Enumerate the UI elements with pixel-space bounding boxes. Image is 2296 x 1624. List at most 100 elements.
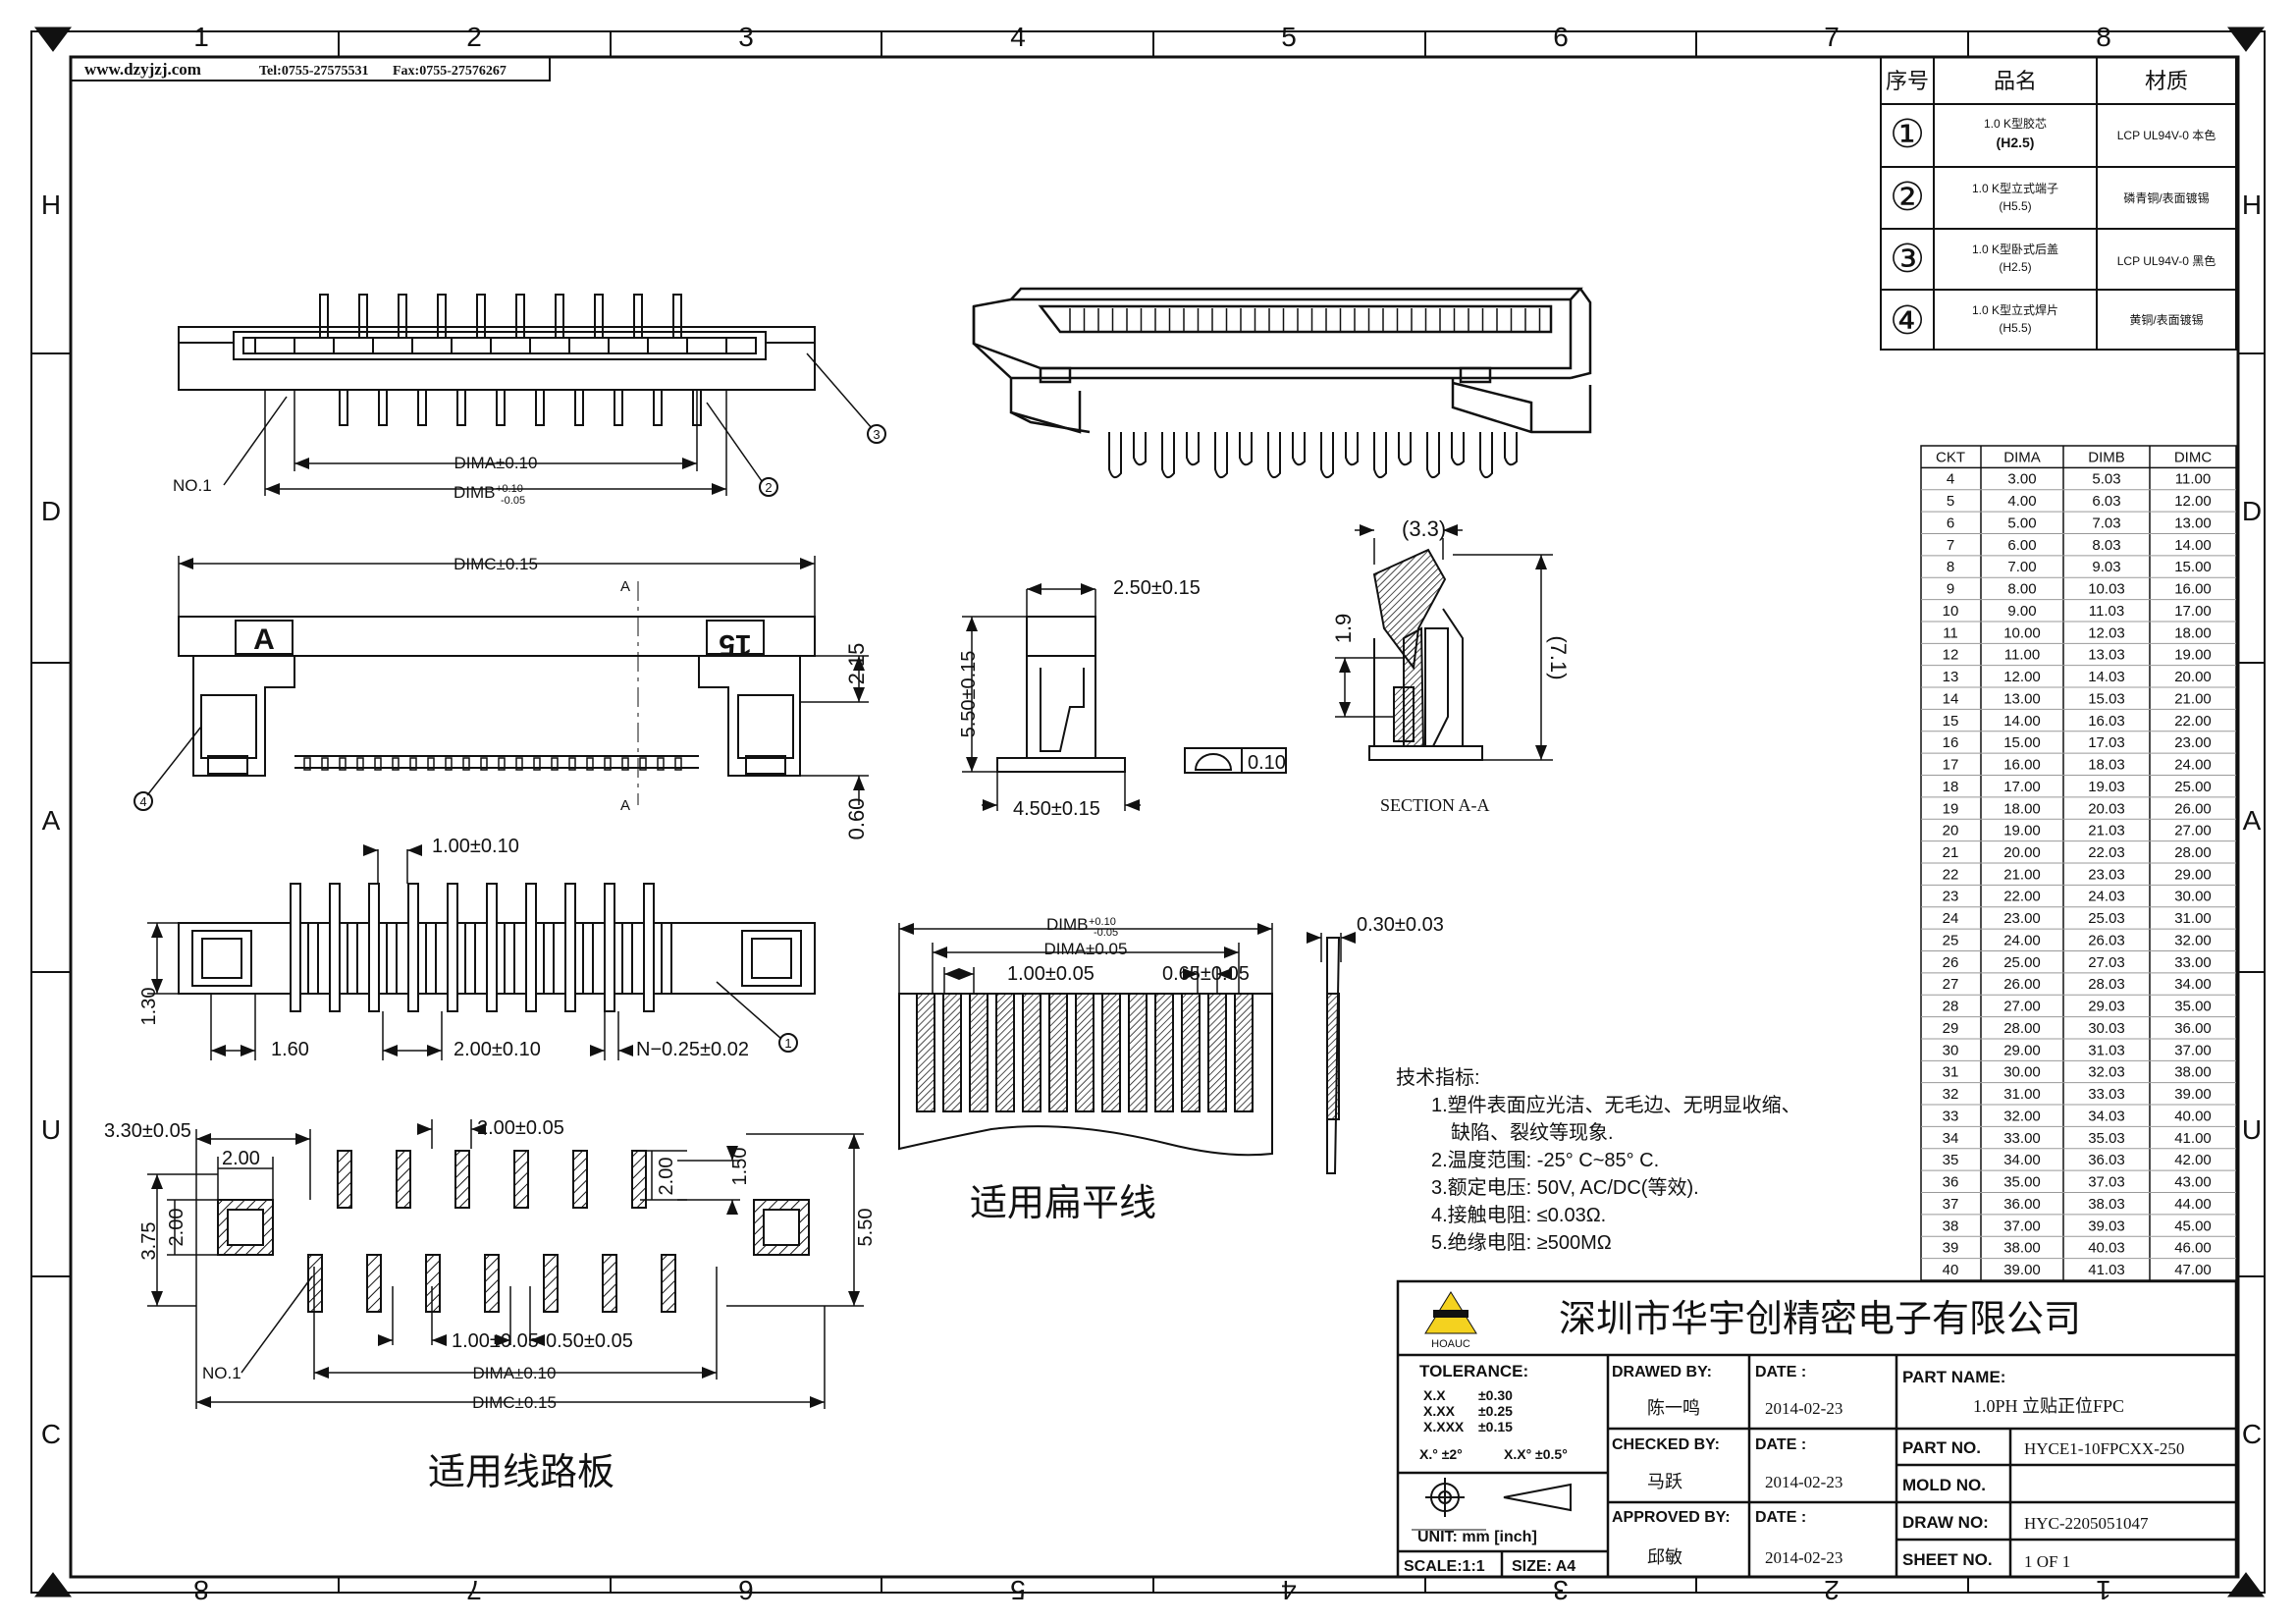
ckt-cell: 6	[1947, 514, 1954, 531]
ckt-cell: 18.03	[2088, 757, 2125, 774]
top-view-labels: DIMC±0.15 A A A 15 2.15 0.60 4	[139, 555, 869, 839]
bom-row-material: LCP UL94V-0 黑色	[2117, 254, 2216, 268]
row-label: D	[41, 496, 61, 526]
col-label: 5	[1281, 22, 1297, 52]
col-label: 3	[1553, 1575, 1569, 1605]
title-block: HOAUC 深圳市华宇创精密电子有限公司 TOLERANCE: X.X ±0.3…	[1396, 1279, 2238, 1579]
iso-leg	[1214, 432, 1228, 479]
frame-ticks	[31, 31, 2265, 1593]
dim-2-00-010: 2.00±0.10	[454, 1039, 541, 1060]
col-label: 4	[1281, 1575, 1297, 1605]
fax-text: Fax:0755-27576267	[393, 64, 507, 79]
pcb-pad-bottom	[484, 1254, 500, 1313]
ckt-cell: 5.03	[2092, 471, 2120, 488]
contact-tip	[604, 757, 612, 771]
ckt-cell: 11.03	[2089, 603, 2124, 620]
ckt-cell: 26	[1943, 954, 1959, 971]
iso-leg	[1451, 432, 1465, 466]
ckt-cell: 37	[1943, 1196, 1959, 1213]
ckt-cell: 7.03	[2092, 514, 2120, 531]
ckt-cell: 47.00	[2174, 1262, 2212, 1278]
checker-name: 马跃	[1647, 1472, 1682, 1491]
contact-tip	[321, 757, 329, 771]
iso-leg	[1479, 432, 1493, 479]
ckt-cell: 30.00	[2174, 889, 2212, 905]
col-label: 7	[1824, 22, 1840, 52]
col-label: 6	[738, 1575, 754, 1605]
tel-text: Tel:0755-27575531	[259, 64, 368, 79]
ckt-cell: 39.03	[2088, 1218, 2125, 1234]
pin	[447, 883, 458, 1012]
ckt-cell: 11	[1943, 624, 1958, 641]
ckt-cell: 21.00	[2174, 690, 2212, 707]
contact-tip	[303, 757, 311, 771]
ckt-cell: 29.00	[2174, 866, 2212, 883]
ckt-cell: 23.00	[2003, 910, 2041, 927]
bom-row-name: 1.0 K型胶芯	[1984, 116, 2047, 131]
dim-060: 0.60	[844, 798, 869, 840]
tolerance-label: TOLERANCE:	[1419, 1362, 1528, 1380]
no1-label: NO.1	[173, 476, 212, 495]
website-text: www.dzyjzj.com	[84, 60, 201, 79]
ckt-cell: 27	[1943, 976, 1959, 993]
pin	[564, 883, 576, 1012]
bom-row-material: 磷青铜/表面镀锡	[2123, 190, 2209, 205]
pcb-title: 适用线路板	[428, 1452, 614, 1493]
iso-leg	[1239, 432, 1253, 466]
ckt-cell: 12	[1943, 647, 1959, 664]
pin-bottom	[496, 389, 506, 426]
pin-bottom	[417, 389, 427, 426]
part-name: 1.0PH 立贴正位FPC	[1973, 1396, 2124, 1416]
ckt-cell: 17.00	[2003, 779, 2041, 795]
bom-row-material: LCP UL94V-0 本色	[2117, 129, 2216, 142]
fpc-cable	[898, 923, 1356, 1174]
pin-slot	[621, 922, 633, 995]
balloon-2: 2	[765, 480, 772, 495]
ckt-cell: 34.00	[2174, 976, 2212, 993]
date-value: 2014-02-23	[1765, 1473, 1842, 1491]
column-labels-bottom: 8 7 6 5 4 3 2 1	[193, 1575, 2111, 1605]
tol-val: ±0.30	[1478, 1387, 1513, 1403]
ckt-cell: 27.00	[2174, 823, 2212, 839]
sheet-no-label: SHEET NO.	[1902, 1550, 1993, 1569]
iso-leg	[1292, 432, 1306, 466]
col-label: 4	[1010, 22, 1026, 52]
bom-row-material: 黄铜/表面镀锡	[2129, 312, 2203, 327]
bom-table: 序号 品名 材质 ① 1.0 K型胶芯 (H2.5) LCP UL94V-0 本…	[1880, 56, 2237, 351]
bom-row-no: ③	[1890, 238, 1925, 281]
front-view-labels: NO.1 DIMA±0.10 DIMB +0.10 -0.05 2 3	[173, 427, 881, 507]
dim-2-00-a: 2.00	[222, 1148, 260, 1169]
iso-leg	[1108, 432, 1122, 479]
ckt-cell: 9.03	[2092, 559, 2120, 575]
pin-top	[672, 294, 682, 339]
ckt-cell: 28	[1943, 999, 1959, 1015]
mold-no-label: MOLD NO.	[1902, 1476, 1986, 1494]
drawing-frame	[30, 27, 2266, 1597]
ckt-cell: 39	[1943, 1240, 1959, 1257]
ckt-cell: 13.00	[2174, 514, 2212, 531]
pcb-footprint	[147, 1119, 864, 1409]
ckt-cell: 35.00	[2174, 999, 2212, 1015]
ckt-cell: 22	[1943, 866, 1959, 883]
row-label: U	[2242, 1114, 2262, 1145]
side-view	[962, 583, 1287, 811]
company-name: 深圳市华宇创精密电子有限公司	[1559, 1299, 2081, 1340]
col-label: 5	[1010, 1575, 1026, 1605]
iso-leg	[1504, 432, 1518, 466]
dima-label: DIMA±0.10	[454, 454, 538, 472]
ckt-cell: 42.00	[2174, 1152, 2212, 1168]
date-label: DATE :	[1755, 1509, 1806, 1526]
ckt-cell: 37.03	[2088, 1174, 2125, 1191]
date-value: 2014-02-23	[1765, 1548, 1842, 1567]
pin-bottom	[535, 389, 545, 426]
ckt-cell: 34.00	[2003, 1152, 2041, 1168]
ckt-cell: 6.00	[2007, 537, 2036, 554]
ckt-cell: 29.03	[2088, 999, 2125, 1015]
pin-top	[515, 294, 525, 339]
contact-tip	[621, 757, 629, 771]
section-aa-labels: (3.3) 1.9 (7.1) SECTION A-A	[1331, 516, 1571, 815]
iso-leg	[1161, 432, 1175, 479]
fpc-finger	[1154, 993, 1174, 1112]
dim-2-00-c: 2.00	[166, 1209, 187, 1247]
tech-item: 5.绝缘电阻: ≥500MΩ	[1431, 1231, 1612, 1254]
